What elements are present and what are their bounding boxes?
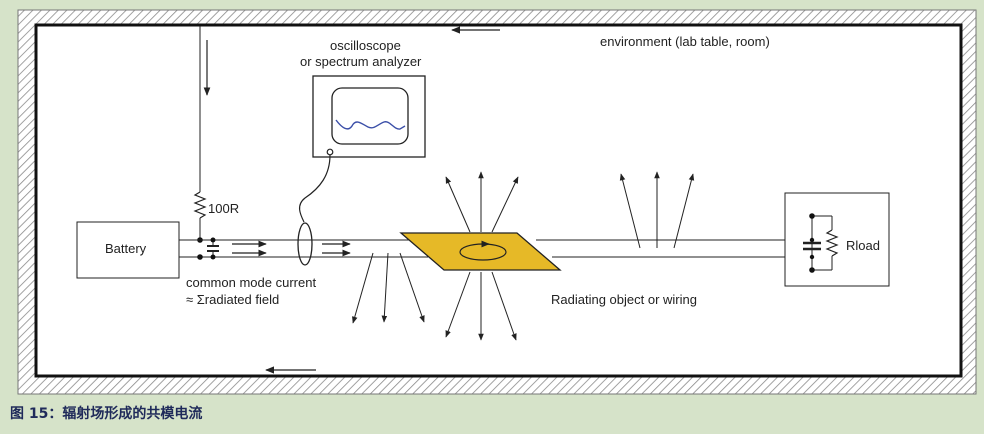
load-box	[784, 192, 890, 287]
rload-label: Rload	[846, 238, 880, 253]
radiation-arrows	[352, 171, 695, 341]
current-probe-clamp	[297, 222, 313, 266]
caption-number: 15	[28, 406, 49, 422]
environment-label: environment (lab table, room)	[600, 34, 770, 49]
resistor-label: 100R	[208, 201, 239, 216]
probe-cable	[299, 154, 331, 223]
wiring-pair	[179, 237, 812, 260]
figure-caption: 图 15：辐射场形成的共模电流	[10, 403, 202, 423]
rload-resistor-symbol	[825, 229, 839, 257]
cm-current-label-line2: ≈ Σradiated field	[186, 292, 279, 307]
caption-text: ：辐射场形成的共模电流	[48, 406, 203, 422]
resistor-branch	[193, 26, 211, 243]
caption-prefix: 图	[10, 406, 24, 422]
scope-label-line2: or spectrum analyzer	[300, 54, 422, 69]
scope-trace	[335, 119, 406, 130]
battery-label: Battery	[105, 241, 147, 256]
resistor-100r-symbol	[193, 191, 207, 219]
oscilloscope: oscilloscope or spectrum analyzer	[297, 38, 426, 266]
scope-probe-input	[326, 148, 334, 156]
cm-current-label-line1: common mode current	[186, 275, 316, 290]
radiating-plate	[399, 232, 562, 271]
battery-box	[76, 221, 180, 279]
scope-label-line1: oscilloscope	[330, 38, 401, 53]
radiating-label: Radiating object or wiring	[551, 292, 697, 307]
